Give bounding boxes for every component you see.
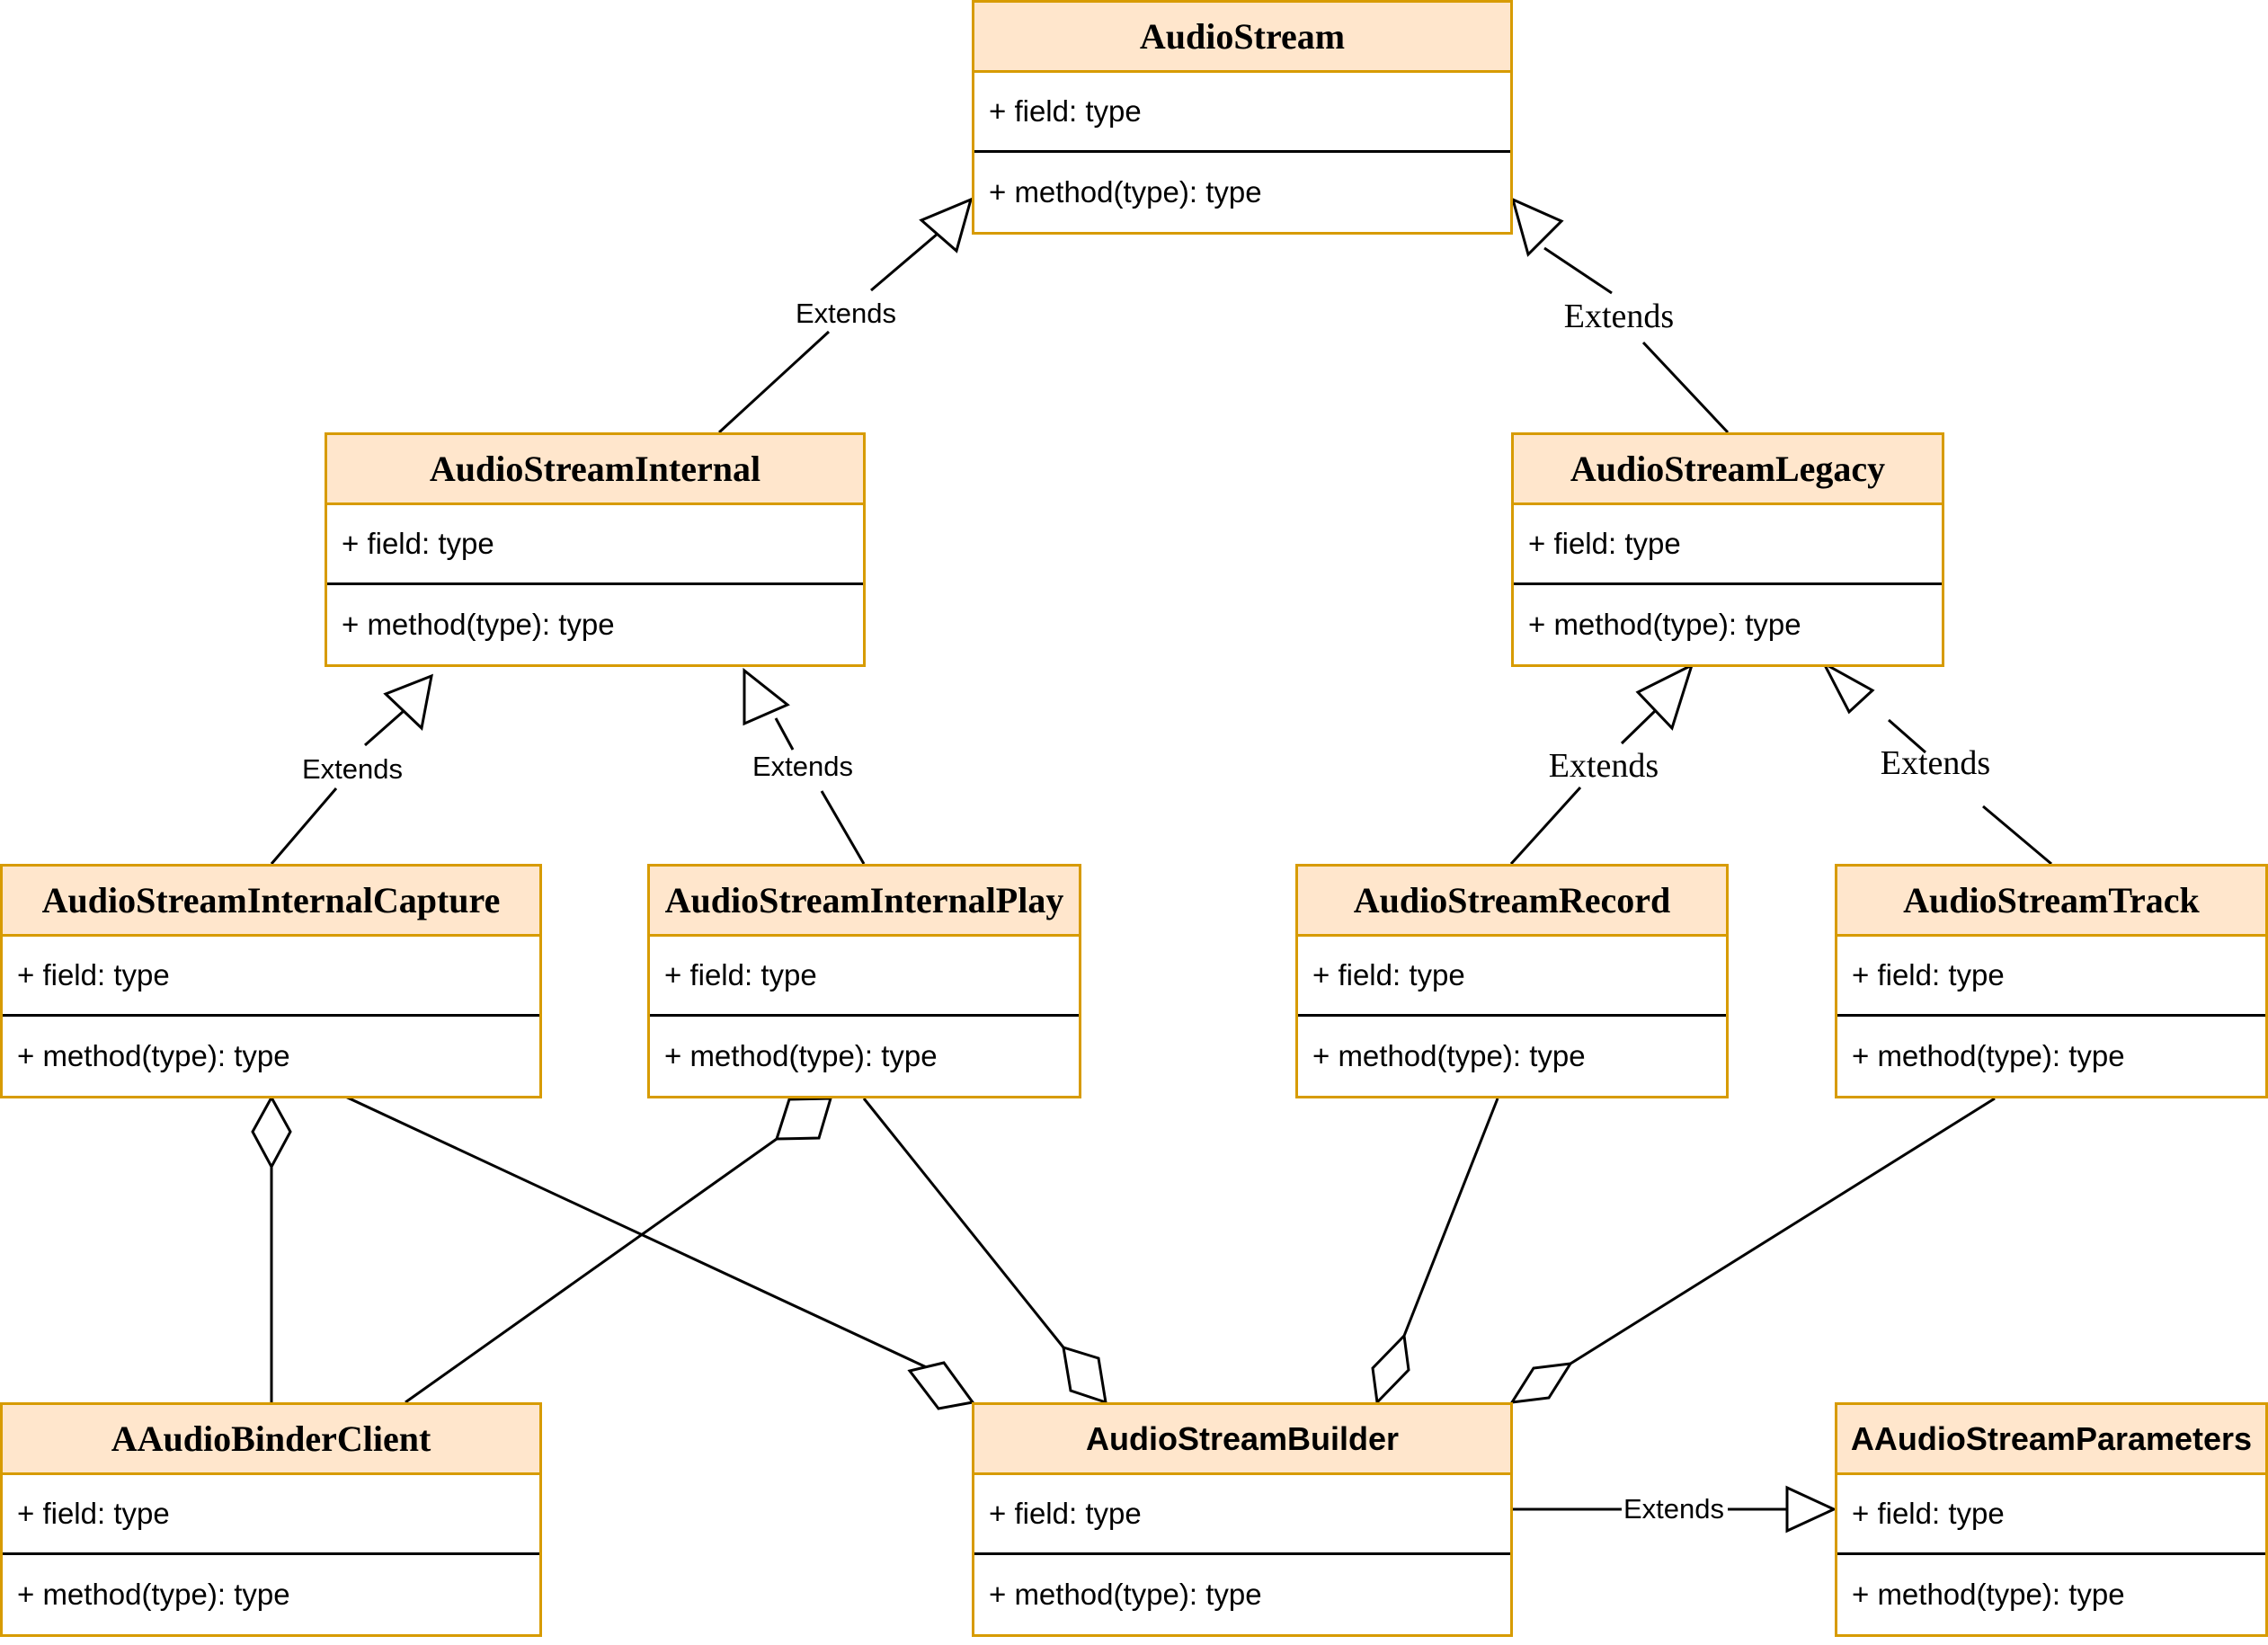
edge-line <box>341 1093 933 1372</box>
class-aaudiostreamparameters[interactable]: AAudioStreamParameters + field: type + m… <box>1835 1402 2268 1637</box>
class-field: + field: type <box>1837 937 2265 1017</box>
hollow-diamond <box>251 1094 292 1170</box>
class-name: AudioStreamRecord <box>1298 867 1726 937</box>
edge-line <box>405 1137 778 1404</box>
hollow-diamond <box>1062 1345 1107 1405</box>
class-audiostreaminternalcapture[interactable]: AudioStreamInternalCapture + field: type… <box>0 864 542 1098</box>
class-name: AAudioBinderClient <box>3 1405 539 1475</box>
extends-edge-play-to-internal <box>743 667 866 865</box>
aggregation-edge-builder-play <box>862 1098 1107 1405</box>
extends-edge-capture-to-internal <box>270 673 433 865</box>
class-audiostreamrecord[interactable]: AudioStreamRecord + field: type + method… <box>1295 864 1729 1098</box>
hollow-triangle-arrowhead <box>919 197 974 253</box>
class-name: AAudioStreamParameters <box>1837 1405 2265 1475</box>
extends-label: Extends <box>1623 1493 1724 1525</box>
edge-line <box>717 232 938 434</box>
class-method: + method(type): type <box>17 1039 290 1072</box>
class-field: + field: type <box>1298 937 1726 1017</box>
edge-line <box>862 1098 1065 1348</box>
class-method: + method(type): type <box>17 1578 290 1611</box>
extends-label: Extends <box>752 751 853 782</box>
class-method: + method(type): type <box>1852 1578 2125 1611</box>
hollow-diamond <box>1371 1332 1410 1406</box>
class-audiostreambuilder[interactable]: AudioStreamBuilder + field: type + metho… <box>972 1402 1513 1637</box>
class-name: AudioStreamInternal <box>327 435 863 505</box>
hollow-triangle-arrowhead <box>1785 1485 1837 1534</box>
extends-label: Extends <box>302 753 403 785</box>
class-audiostreamlegacy[interactable]: AudioStreamLegacy + field: type + method… <box>1511 432 1944 667</box>
class-method: + method(type): type <box>989 1578 1262 1611</box>
class-audiostreamtrack[interactable]: AudioStreamTrack + field: type + method(… <box>1835 864 2268 1098</box>
hollow-triangle-arrowhead <box>1510 197 1564 257</box>
edge-line <box>1570 1097 1996 1365</box>
class-field: + field: type <box>974 73 1510 153</box>
class-audiostreaminternal[interactable]: AudioStreamInternal + field: type + meth… <box>325 432 866 667</box>
class-method: + method(type): type <box>989 175 1262 209</box>
hollow-triangle-arrowhead <box>383 673 433 731</box>
aggregation-edge-play-binderclient <box>405 1097 833 1404</box>
class-field: + field: type <box>1837 1475 2265 1555</box>
class-field: + field: type <box>650 937 1079 1017</box>
class-name: AudioStream <box>974 3 1510 73</box>
class-audiostream[interactable]: AudioStream + field: type + method(type)… <box>972 0 1513 235</box>
class-method: + method(type): type <box>1528 608 1801 641</box>
edge-line <box>1543 246 1730 434</box>
class-method: + method(type): type <box>1312 1039 1586 1072</box>
class-audiostreaminternalplay[interactable]: AudioStreamInternalPlay + field: type + … <box>647 864 1081 1098</box>
class-field: + field: type <box>3 937 539 1017</box>
extends-edge-record-to-legacy <box>1509 662 1694 866</box>
aggregation-edge-capture-binderclient <box>251 1094 292 1402</box>
class-name: AudioStreamInternalPlay <box>650 867 1079 937</box>
class-field: + field: type <box>1514 505 1942 585</box>
class-name: AudioStreamBuilder <box>974 1405 1510 1475</box>
edge-line <box>1509 709 1657 866</box>
hollow-triangle-arrowhead <box>743 667 790 726</box>
extends-label: Extends <box>1881 744 1990 782</box>
class-aaudiobinderclient[interactable]: AAudioBinderClient + field: type + metho… <box>0 1402 542 1637</box>
extends-edge-legacy-to-stream <box>1510 197 1730 434</box>
extends-edge-track-to-legacy <box>1820 660 2052 866</box>
edge-line <box>1402 1098 1499 1337</box>
class-name: AudioStreamTrack <box>1837 867 2265 937</box>
edge-line <box>774 717 866 865</box>
extends-label: Extends <box>1549 747 1659 785</box>
class-method: + method(type): type <box>664 1039 938 1072</box>
hollow-triangle-arrowhead <box>1820 660 1875 715</box>
extends-label: Extends <box>796 298 896 329</box>
extends-label: Extends <box>1564 298 1674 335</box>
extends-edge-builder-to-parameters <box>1512 1485 1837 1534</box>
aggregation-edge-builder-track <box>1509 1097 1996 1404</box>
hollow-diamond <box>774 1097 833 1141</box>
aggregation-edge-builder-capture <box>341 1093 975 1410</box>
class-method: + method(type): type <box>342 608 615 641</box>
class-method: + method(type): type <box>1852 1039 2125 1072</box>
class-field: + field: type <box>974 1475 1510 1555</box>
hollow-diamond <box>1509 1362 1573 1404</box>
class-name: AudioStreamInternalCapture <box>3 867 539 937</box>
hollow-diamond <box>907 1361 975 1410</box>
edge-line <box>1888 718 2052 866</box>
edge-line <box>270 709 405 865</box>
class-field: + field: type <box>3 1475 539 1555</box>
hollow-triangle-arrowhead <box>1635 662 1694 731</box>
class-name: AudioStreamLegacy <box>1514 435 1942 505</box>
class-field: + field: type <box>327 505 863 585</box>
aggregation-edge-builder-record <box>1371 1098 1499 1406</box>
extends-edge-internal-to-stream <box>717 197 974 434</box>
